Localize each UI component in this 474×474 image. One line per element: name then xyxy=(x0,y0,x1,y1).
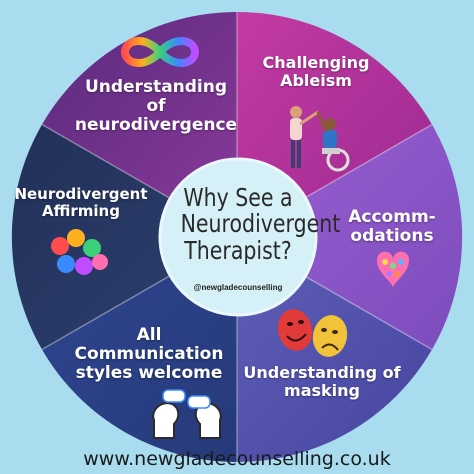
rainbow-hands-icon xyxy=(51,229,108,275)
center-circle xyxy=(158,157,318,317)
center-title: Why See a Neurodivergent Therapist? xyxy=(180,183,341,265)
infinity-icon xyxy=(120,37,200,67)
conversation-icon xyxy=(152,389,222,439)
website-footer[interactable]: www.newgladecounselling.co.uk xyxy=(83,448,391,470)
theatre-masks-icon xyxy=(277,309,348,357)
segment-accommodations xyxy=(237,124,463,350)
social-handle: @newgladecounselling xyxy=(193,283,283,292)
segment-affirming xyxy=(11,124,237,350)
pop-it-heart-icon xyxy=(377,251,409,288)
label-accommodations: Accomm-odations xyxy=(348,207,436,247)
wheelchair-dance-icon xyxy=(290,106,350,172)
